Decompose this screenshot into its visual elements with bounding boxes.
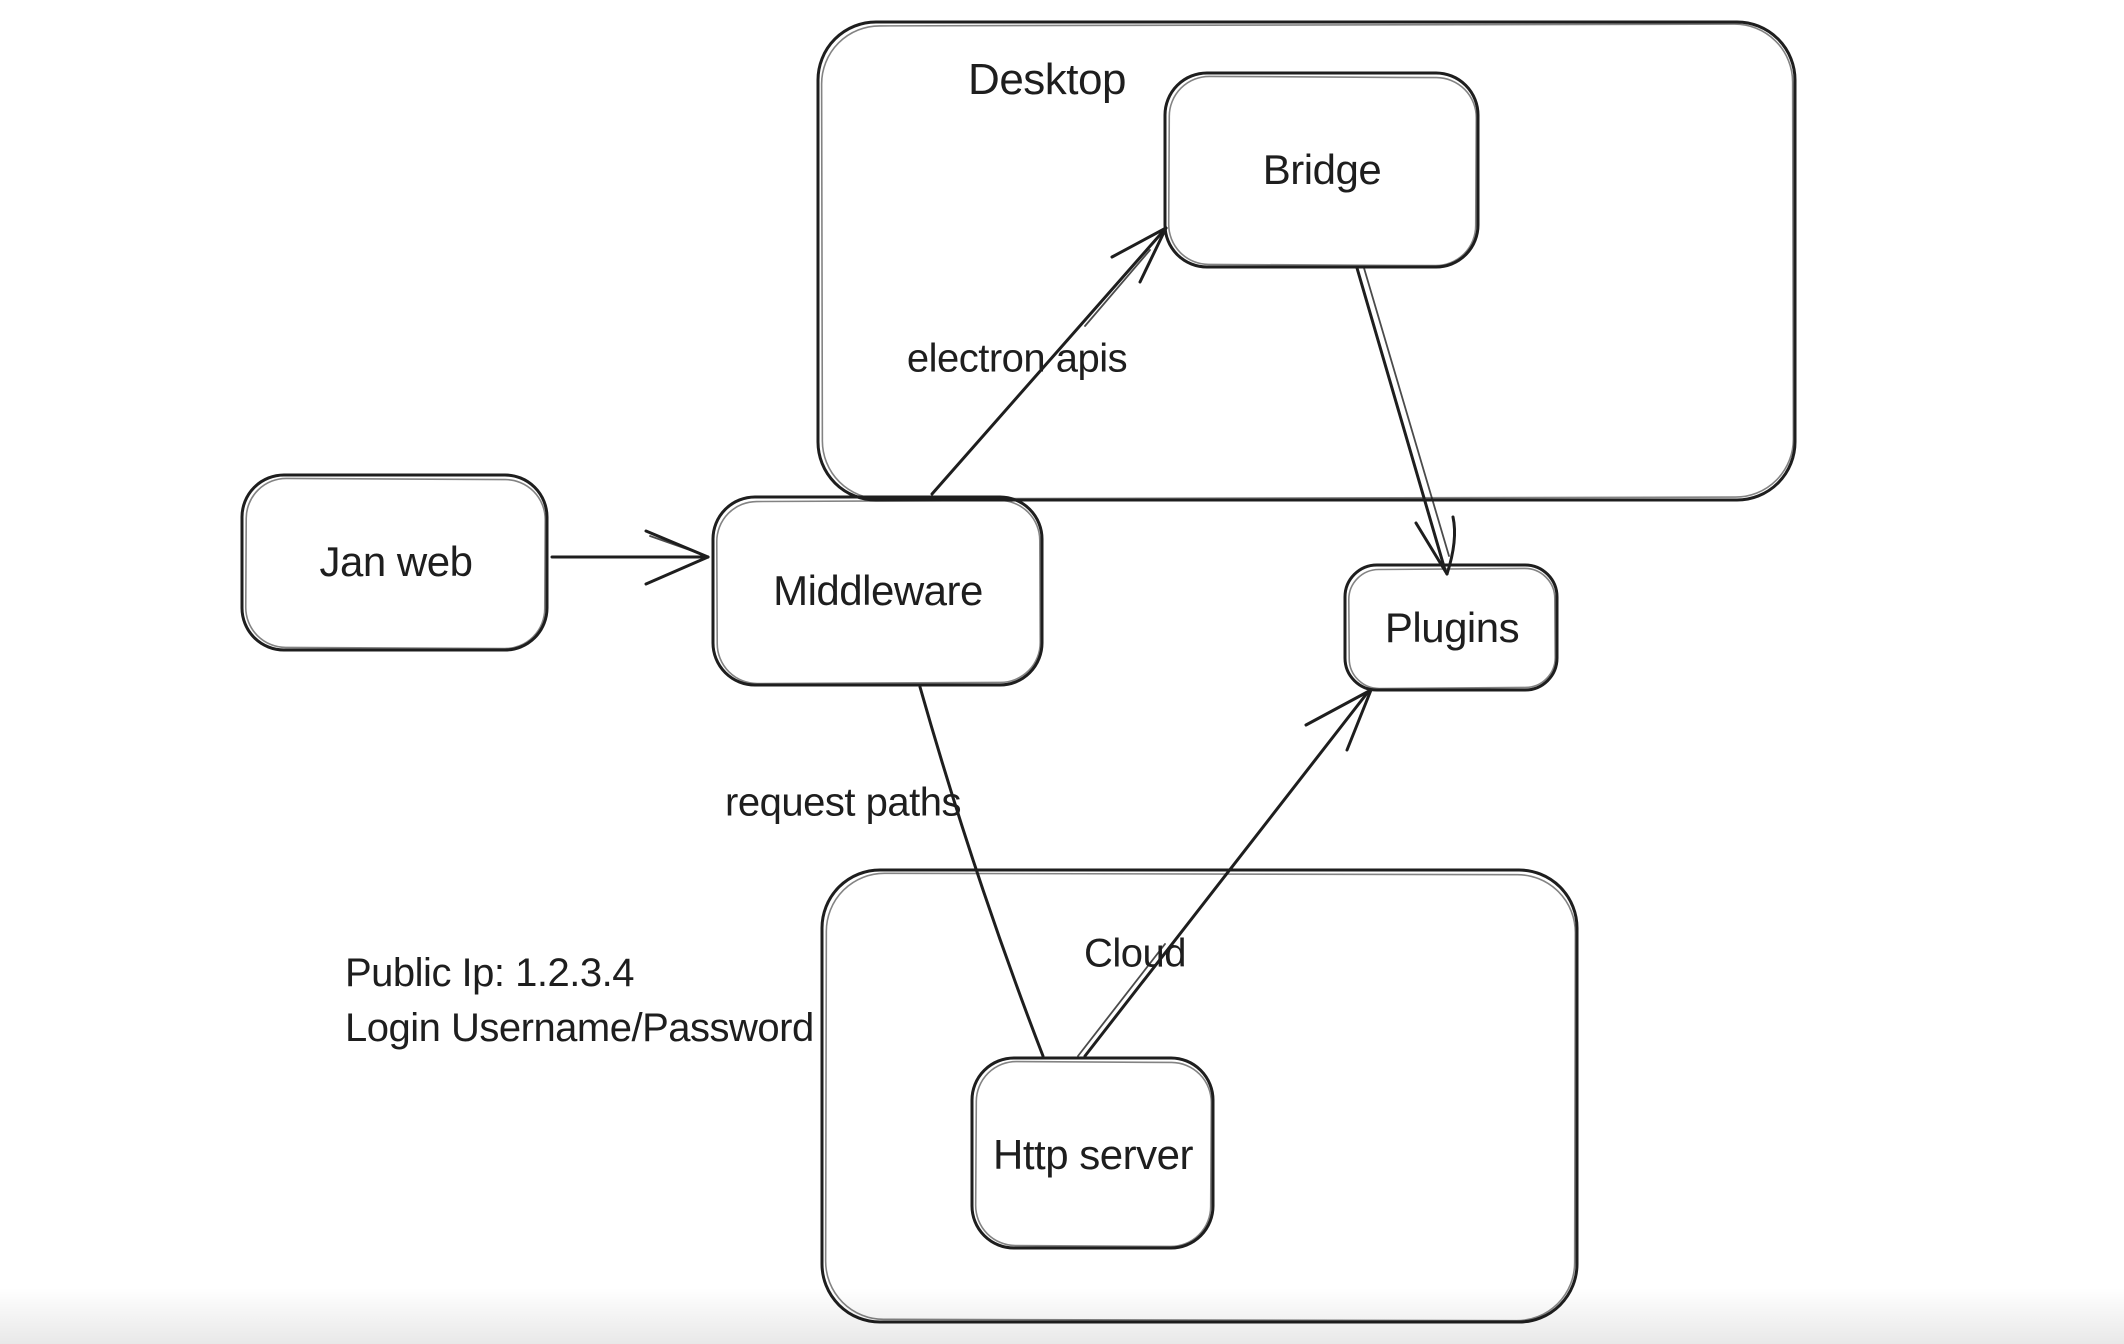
request-paths-edge-label: request paths [725, 780, 961, 825]
arrow-httpserver-to-plugins[interactable] [1077, 688, 1373, 1058]
line-middleware-to-httpserver[interactable] [918, 685, 1045, 1058]
bridge-box[interactable] [1163, 71, 1480, 269]
http-server-label: Http server [993, 1131, 1193, 1178]
public-ip-text: Public Ip: 1.2.3.4 [345, 951, 634, 995]
http-server-box[interactable] [970, 1056, 1215, 1250]
arrow-bridge-to-plugins[interactable] [1355, 266, 1456, 576]
middleware-label: Middleware [773, 567, 983, 614]
cloud-label: Cloud [1083, 931, 1187, 976]
credentials-note: Public Ip: 1.2.3.4 Login Username/Passwo… [345, 946, 814, 1056]
cloud-container-shape[interactable] [820, 868, 1579, 1324]
electron-apis-edge-label: electron apis [906, 336, 1128, 381]
desktop-container-shape[interactable] [816, 20, 1797, 502]
arrow-janweb-to-middleware[interactable] [550, 529, 710, 586]
jan-web-box[interactable] [240, 473, 549, 652]
jan-web-label: Jan web [319, 538, 473, 585]
bridge-label: Bridge [1262, 146, 1382, 193]
desktop-label: Desktop [968, 55, 1126, 104]
plugins-label: Plugins [1384, 604, 1520, 651]
arrow-middleware-to-bridge[interactable] [930, 226, 1168, 496]
login-text: Login Username/Password [345, 1006, 814, 1050]
middleware-box[interactable] [711, 495, 1044, 687]
